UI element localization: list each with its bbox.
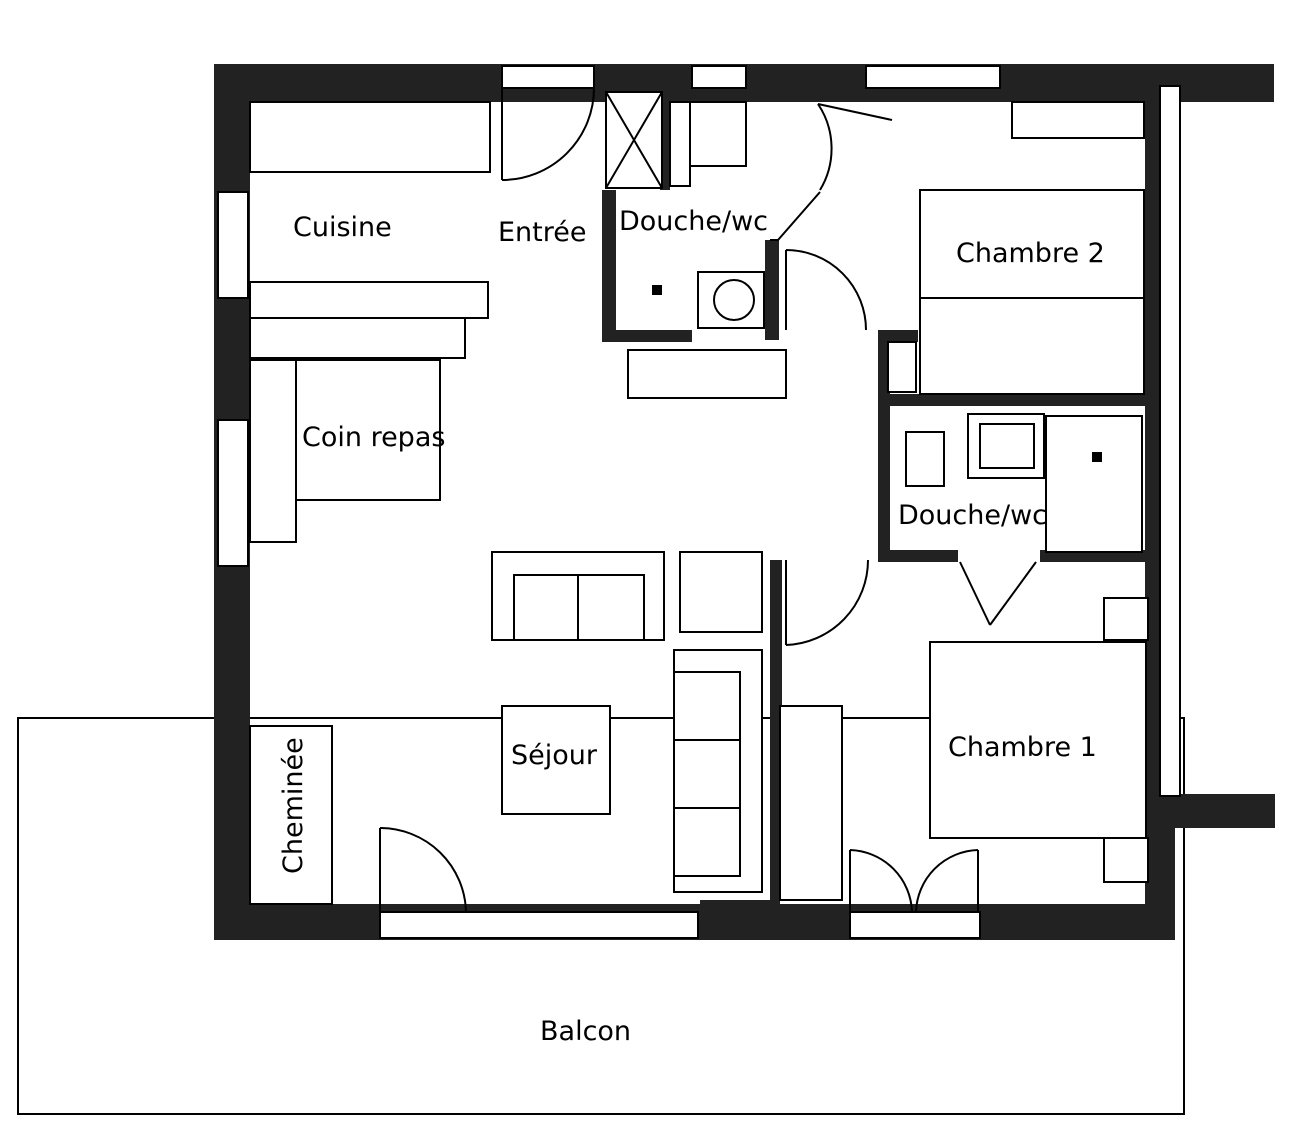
- room-label-entree: Entrée: [498, 217, 587, 248]
- room-label-coin-repas: Coin repas: [302, 422, 445, 453]
- room-label-cheminee: Cheminée: [278, 737, 309, 874]
- room-label-cuisine: Cuisine: [293, 212, 392, 243]
- kitchen-counters: [249, 101, 491, 359]
- room-label-douche-wc-1: Douche/wc: [619, 206, 768, 237]
- bedroom-1-furniture: [779, 597, 1149, 901]
- room-label-chambre-2: Chambre 2: [956, 238, 1105, 269]
- room-label-douche-wc-2: Douche/wc: [898, 500, 1047, 531]
- fireplace: [249, 725, 333, 905]
- bedroom-2-furniture: [887, 101, 1145, 395]
- doors: [379, 87, 1037, 913]
- bathroom-1-fixtures: [605, 91, 821, 329]
- living-furniture: [491, 349, 787, 893]
- dining-set: [249, 359, 441, 543]
- room-label-sejour: Séjour: [511, 740, 598, 771]
- room-label-chambre-1: Chambre 1: [948, 732, 1097, 763]
- room-label-balcon: Balcon: [540, 1016, 631, 1047]
- bathroom-2-fixtures: [905, 413, 1143, 553]
- windows: [217, 65, 1181, 939]
